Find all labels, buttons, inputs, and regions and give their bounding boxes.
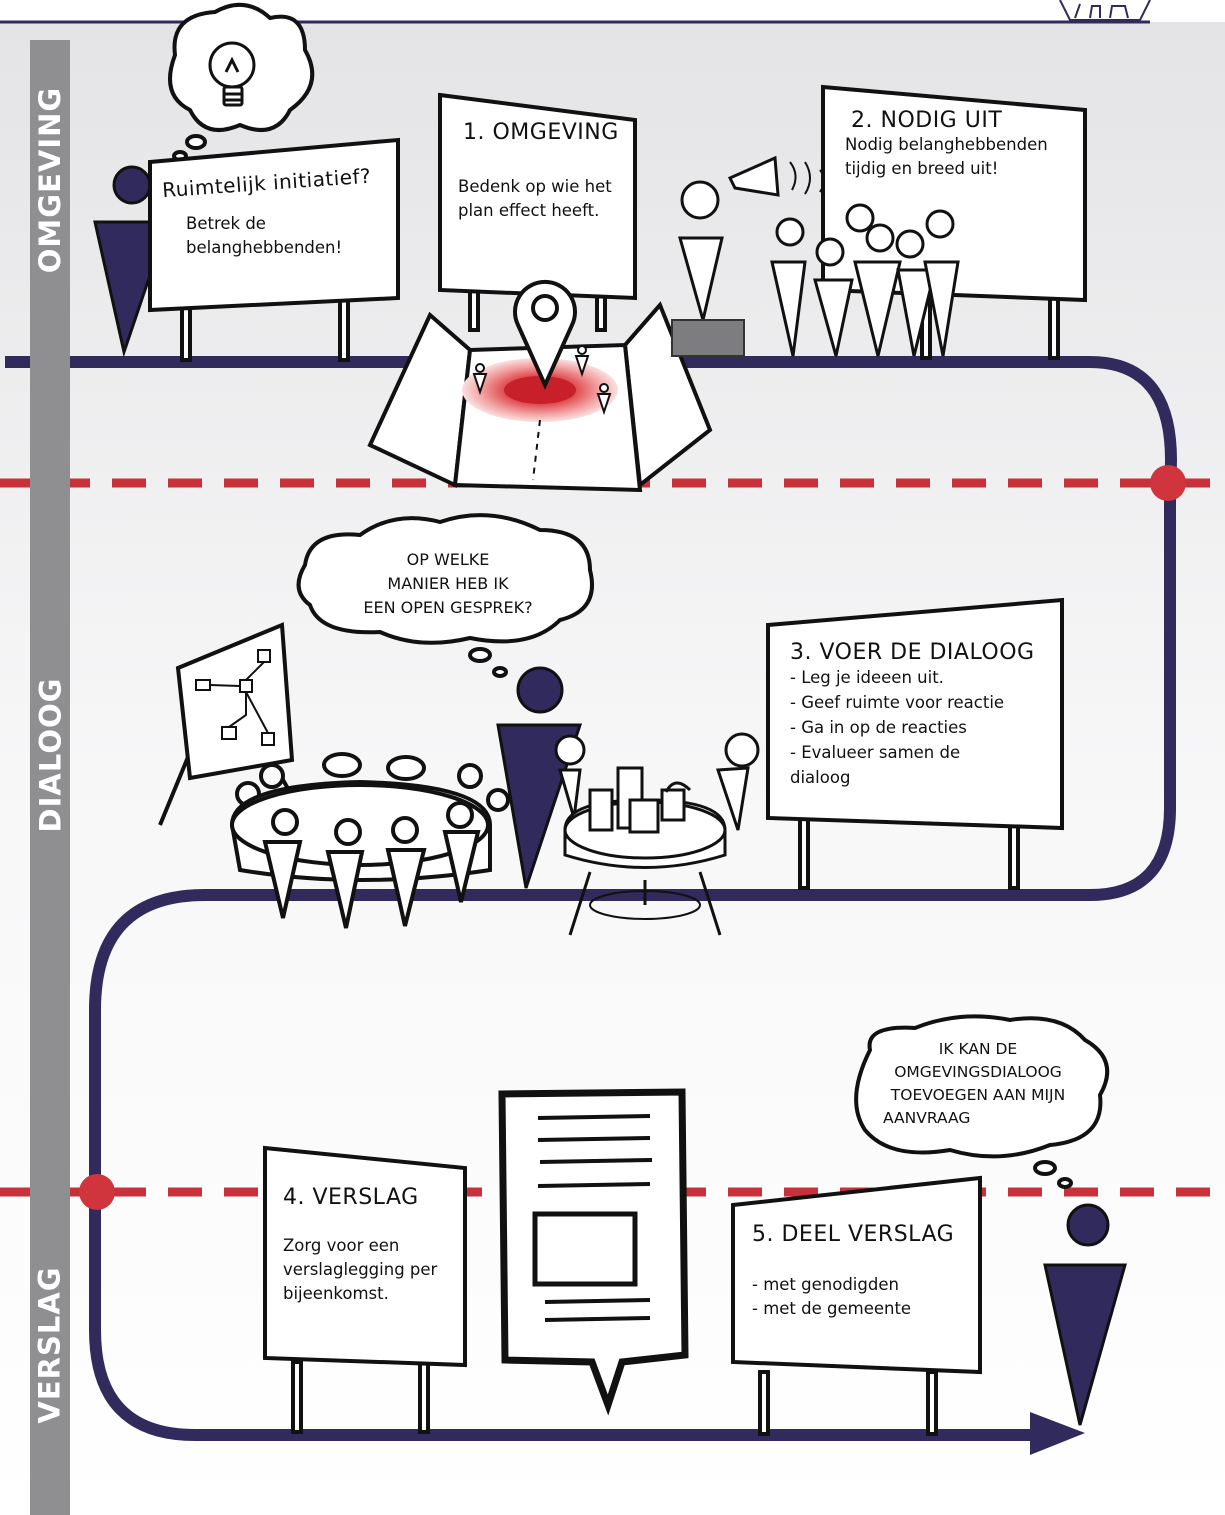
person-figure bbox=[678, 180, 724, 321]
bubble-line: EEN OPEN GESPREK? bbox=[363, 598, 533, 617]
document-icon bbox=[498, 1088, 689, 1416]
sign-board bbox=[766, 597, 1064, 890]
step-line: bijeenkomst. bbox=[283, 1284, 389, 1303]
lightbulb-icon bbox=[208, 41, 256, 107]
step-line: Bedenk op wie het bbox=[458, 177, 612, 196]
step-line: Zorg voor een bbox=[283, 1236, 400, 1255]
process-path bbox=[5, 356, 1177, 1441]
intro-sign: Ruimtelijk initiatief? Betrek de belangh… bbox=[161, 164, 397, 260]
step-3-sign: 3. VOER DE DIALOOG - Leg je ideeen uit. … bbox=[790, 640, 1060, 790]
intro-sign-body: Betrek de belanghebbenden! bbox=[186, 212, 397, 260]
section-label-omgeving: OMGEVING bbox=[30, 80, 70, 280]
step-line: verslaglegging per bbox=[283, 1260, 438, 1279]
map-road bbox=[532, 419, 541, 481]
milestone-dot bbox=[1150, 465, 1186, 501]
step-line: - met de gemeente bbox=[752, 1299, 912, 1318]
thought-cloud bbox=[854, 1014, 1110, 1189]
step-line: - Geef ruimte voor reactie bbox=[790, 693, 1005, 712]
person-figure bbox=[496, 666, 583, 889]
meeting-table bbox=[229, 752, 510, 929]
step-1-sign: 1. OMGEVING Bedenk op wie het plan effec… bbox=[458, 120, 633, 223]
city-model-icon bbox=[554, 732, 760, 936]
step-body: Bedenk op wie het plan effect heeft. bbox=[458, 175, 633, 223]
section-sidebar bbox=[30, 40, 70, 1515]
step-line: - met genodigden bbox=[752, 1275, 899, 1294]
step-5-sign: 5. DEEL VERSLAG - met genodigden - met d… bbox=[752, 1222, 977, 1321]
step-body: Zorg voor een verslaglegging per bijeenk… bbox=[283, 1234, 463, 1306]
step-line: - Leg je ideeen uit. bbox=[790, 668, 944, 687]
step-2-sign: 2. NODIG UIT Nodig belanghebbenden tijdi… bbox=[845, 108, 1080, 181]
step-line: - Ga in op de reacties bbox=[790, 718, 967, 737]
thought-bubble-open-gesprek: OP WELKE MANIER HEB IK EEN OPEN GESPREK? bbox=[318, 548, 578, 620]
step-title: 5. DEEL VERSLAG bbox=[752, 1222, 955, 1247]
person-marker-icon bbox=[472, 345, 612, 416]
bubble-line: OP WELKE bbox=[406, 550, 490, 569]
step-body: - Leg je ideeen uit. - Geef ruimte voor … bbox=[790, 665, 1060, 790]
audience-group bbox=[770, 203, 960, 357]
thought-cloud bbox=[296, 513, 594, 678]
section-label-verslag: VERSLAG bbox=[30, 1245, 70, 1445]
bubble-line: MANIER HEB IK bbox=[387, 574, 509, 593]
thought-bubble-aanvraag: IK KAN DE OMGEVINGSDIALOOG TOEVOEGEN AAN… bbox=[858, 1038, 1098, 1130]
intro-sign-line: belanghebbenden! bbox=[186, 238, 343, 257]
bubble-line: AANVRAAG bbox=[883, 1109, 971, 1127]
section-label-text: OMGEVING bbox=[33, 86, 67, 274]
sign-board bbox=[731, 1175, 982, 1436]
corner-logo-icon bbox=[1059, 0, 1151, 21]
target-center bbox=[504, 376, 576, 404]
step-line: Nodig belanghebbenden bbox=[845, 135, 1048, 154]
section-label-text: DIALOOG bbox=[33, 677, 67, 833]
person-figure bbox=[1043, 1203, 1127, 1426]
step-line: - Evalueer samen de bbox=[790, 743, 961, 762]
bubble-line: OMGEVINGSDIALOOG bbox=[894, 1063, 1062, 1081]
step-line: tijdig en breed uit! bbox=[845, 159, 999, 178]
milestone-dot bbox=[79, 1174, 115, 1210]
step-body: - met genodigden - met de gemeente bbox=[752, 1273, 977, 1321]
step-title: 2. NODIG UIT bbox=[851, 108, 1003, 133]
bubble-line: TOEVOEGEN AAN MIJN bbox=[890, 1086, 1066, 1104]
intro-sign-line: Betrek de bbox=[186, 214, 266, 233]
path-arrow-icon bbox=[1030, 1412, 1085, 1455]
sign-board bbox=[438, 92, 637, 332]
step-4-sign: 4. VERSLAG Zorg voor een verslaglegging … bbox=[283, 1185, 463, 1306]
step-title: 3. VOER DE DIALOOG bbox=[790, 640, 1035, 665]
step-line: dialoog bbox=[790, 768, 851, 787]
section-label-text: VERSLAG bbox=[33, 1266, 68, 1424]
step-body: Nodig belanghebbenden tijdig en breed ui… bbox=[845, 133, 1080, 181]
step-line: plan effect heeft. bbox=[458, 201, 600, 220]
bubble-line: IK KAN DE bbox=[938, 1040, 1018, 1058]
map-pin-icon bbox=[513, 280, 577, 390]
sign-board bbox=[148, 137, 400, 362]
step-title: 1. OMGEVING bbox=[463, 120, 619, 145]
sign-board bbox=[263, 1145, 467, 1434]
podium bbox=[671, 319, 745, 357]
section-label-dialoog: DIALOOG bbox=[30, 660, 70, 850]
step-title: 4. VERSLAG bbox=[283, 1185, 419, 1210]
